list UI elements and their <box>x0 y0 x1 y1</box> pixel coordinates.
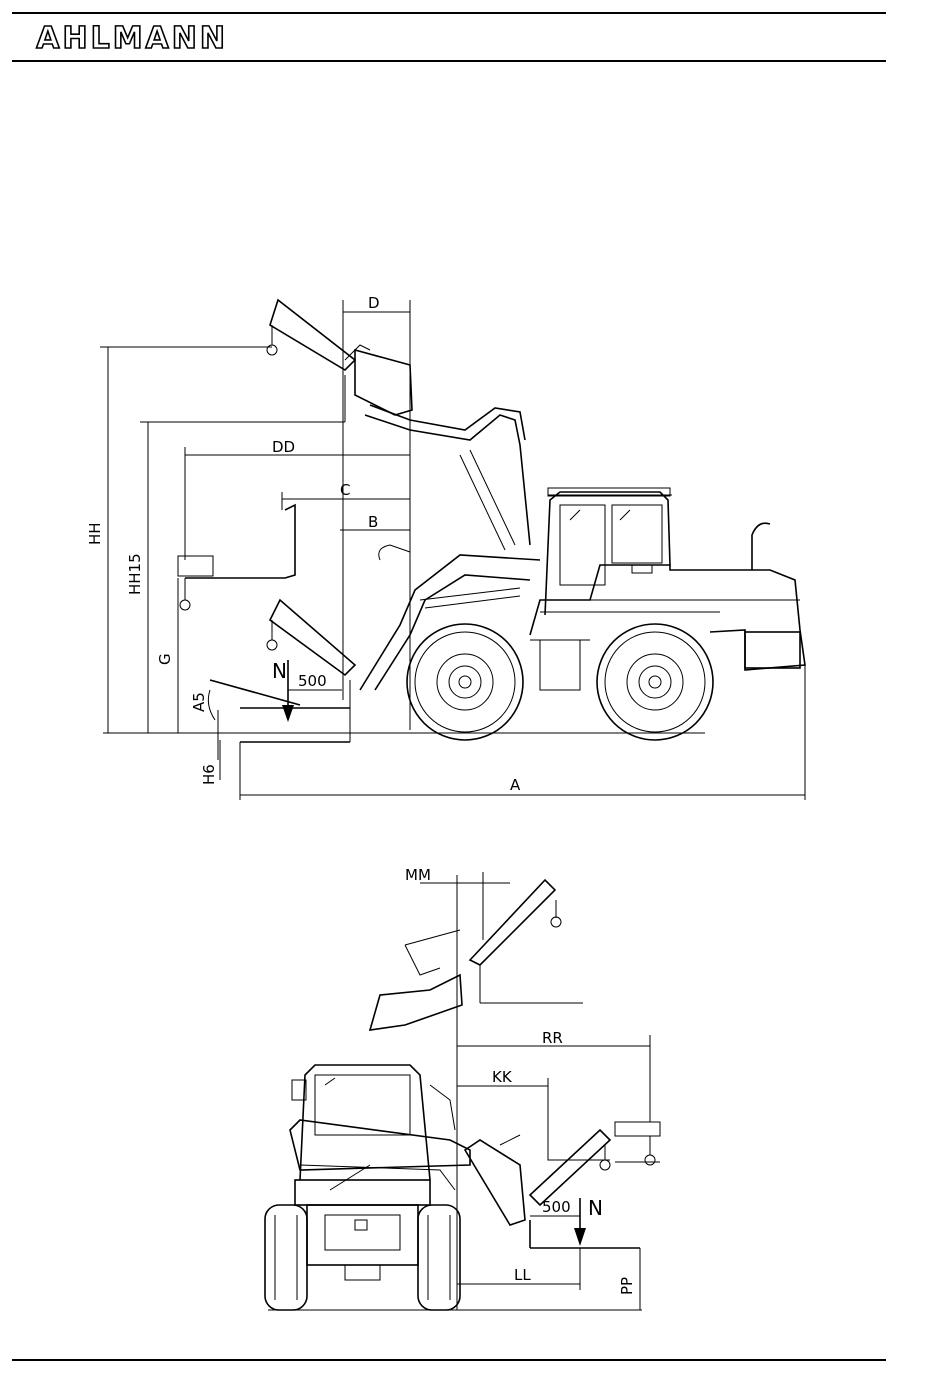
label-RR: RR <box>542 1029 563 1047</box>
label-HH: HH <box>86 522 104 545</box>
label-500-front: 500 <box>542 1198 571 1216</box>
lift-arm-raised <box>365 405 530 550</box>
label-H6: H6 <box>200 764 218 785</box>
label-MM: MM <box>405 866 431 884</box>
front-fork-far <box>615 1122 660 1165</box>
crane-jib-raised <box>140 300 355 422</box>
label-B: B <box>368 513 378 531</box>
front-crane-jib-raised <box>470 880 583 1003</box>
front-dimension-lines <box>420 872 650 1310</box>
label-A: A <box>510 776 521 794</box>
label-LL: LL <box>514 1266 531 1284</box>
label-KK: KK <box>492 1068 513 1086</box>
label-HH15: HH15 <box>126 553 144 595</box>
front-view: MM RR KK 500 N LL PP <box>265 866 660 1310</box>
label-500-side: 500 <box>298 672 327 690</box>
front-lower-bucket <box>465 1135 525 1225</box>
front-raised-bucket <box>370 930 462 1030</box>
front-left-tyre <box>265 1205 307 1310</box>
label-PP: PP <box>618 1277 636 1295</box>
dimension-lines <box>100 300 805 800</box>
front-wheel <box>407 624 523 740</box>
front-right-tyre <box>418 1205 460 1310</box>
label-A5: A5 <box>190 692 208 712</box>
label-D: D <box>368 294 380 312</box>
front-chassis <box>295 1180 430 1280</box>
side-view: D DD C B HH HH15 G A5 H6 N 500 A <box>86 294 805 800</box>
label-C: C <box>340 481 350 499</box>
operator-cab <box>545 488 672 615</box>
label-N-front: N <box>588 1196 603 1220</box>
front-crane-jib-lower <box>530 1130 610 1205</box>
fork-arm-mid <box>178 505 295 610</box>
label-DD: DD <box>272 438 295 456</box>
label-N-side: N <box>272 659 287 683</box>
raised-bucket <box>355 350 412 415</box>
loader-body <box>530 523 805 690</box>
front-lift-arms <box>290 1085 470 1190</box>
front-fork-low <box>530 1220 640 1248</box>
rear-wheel <box>597 624 713 740</box>
label-G: G <box>156 653 174 665</box>
